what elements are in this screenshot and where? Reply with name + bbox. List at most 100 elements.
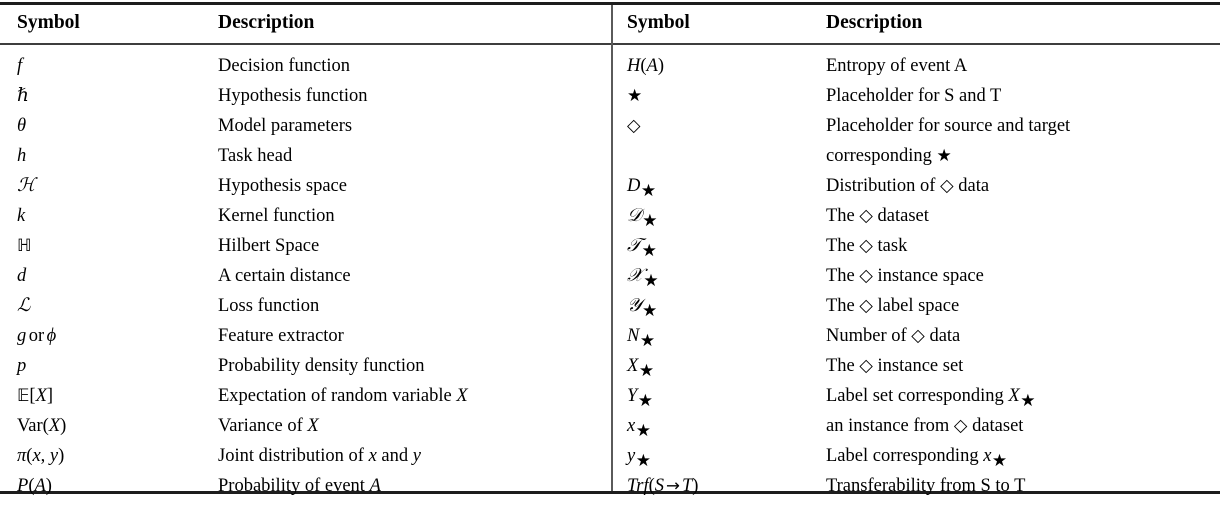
table-row: f Decision function <box>0 51 611 81</box>
description-cell: Transferability from S to T <box>826 476 1026 496</box>
symbol-cell: Trf(S→T) <box>627 476 699 496</box>
table-row: Y★ Label set corresponding X★ <box>611 381 1220 411</box>
table-header-rule <box>0 43 1220 45</box>
description-cell: Hilbert Space <box>218 236 320 256</box>
symbol-cell: ℒ <box>17 295 31 316</box>
symbol-cell: ℋ <box>17 175 36 196</box>
description-cell: Hypothesis space <box>218 176 347 196</box>
description-cell: Placeholder for source and target <box>826 111 1070 141</box>
diamond-icon: ◇ <box>627 116 641 136</box>
table-row: y★ Label corresponding x★ <box>611 441 1220 471</box>
table-row: k Kernel function <box>0 201 611 231</box>
symbol-cell: X★ <box>627 356 655 381</box>
description-cell: Probability density function <box>218 356 425 376</box>
table-row: 𝒯★ The ◇ task <box>611 231 1220 261</box>
table-row: x★ an instance from ◇ dataset <box>611 411 1220 441</box>
description-cell: A certain distance <box>218 266 351 286</box>
symbol-cell: N★ <box>627 326 656 351</box>
description-cell: The ◇ instance set <box>826 356 964 376</box>
symbol-cell: 𝒟★ <box>627 205 658 231</box>
right-body-rows: H(A) Entropy of event A ★ Placeholder fo… <box>611 51 1220 501</box>
description-cell: Feature extractor <box>218 326 344 346</box>
symbol-cell: d <box>17 266 27 286</box>
table-row: H(A) Entropy of event A <box>611 51 1220 81</box>
right-header-row: Symbol Description <box>611 8 1220 40</box>
table-row: D★ Distribution of ◇ data <box>611 171 1220 201</box>
description-cell-continuation: corresponding ★ <box>826 146 952 166</box>
left-header-symbol: Symbol <box>17 12 80 33</box>
table-row: p Probability density function <box>0 351 611 381</box>
description-cell: Label set corresponding X★ <box>826 386 1036 411</box>
description-cell: Expectation of random variable X <box>218 386 468 406</box>
symbol-cell: Var(X) <box>17 416 67 436</box>
symbol-cell: x★ <box>627 416 651 441</box>
symbol-cell: H(A) <box>627 56 665 76</box>
description-cell: Loss function <box>218 296 320 316</box>
symbol-cell: π(x, y) <box>17 446 65 466</box>
table-row: ◇ Placeholder for source and target <box>611 111 1220 141</box>
symbol-cell: P(A) <box>17 476 52 496</box>
description-cell: an instance from ◇ dataset <box>826 416 1024 436</box>
table-row: h Task head <box>0 141 611 171</box>
description-cell: Label corresponding x★ <box>826 446 1008 471</box>
symbol-cell: 𝒳★ <box>627 265 659 291</box>
description-cell: The ◇ task <box>826 236 908 256</box>
description-cell: The ◇ label space <box>826 296 960 316</box>
table-row: 𝒟★ The ◇ dataset <box>611 201 1220 231</box>
symbol-cell: 𝒴★ <box>627 295 658 321</box>
symbol-cell: y★ <box>627 446 651 471</box>
left-header-description: Description <box>218 12 315 33</box>
table-row: ℏ Hypothesis function <box>0 81 611 111</box>
table-top-rule <box>0 2 1220 5</box>
table-row: ℍ Hilbert Space <box>0 231 611 261</box>
description-cell: Variance of X <box>218 416 319 436</box>
symbol-cell: Y★ <box>627 386 654 411</box>
description-cell: Placeholder for S and T <box>826 86 1002 106</box>
left-header-row: Symbol Description <box>0 8 611 40</box>
table-row: 𝔼[X] Expectation of random variable X <box>0 381 611 411</box>
symbol-cell: 𝔼[X] <box>17 386 54 406</box>
description-cell: Joint distribution of x and y <box>218 446 421 466</box>
symbol-cell: p <box>17 356 27 376</box>
table-row-continuation: corresponding ★ <box>611 141 1220 171</box>
table-row: N★ Number of ◇ data <box>611 321 1220 351</box>
description-line-1: Placeholder for source and target <box>826 116 1071 136</box>
table-row: d A certain distance <box>0 261 611 291</box>
left-body-rows: f Decision function ℏ Hypothesis functio… <box>0 51 611 501</box>
right-header-symbol: Symbol <box>627 12 690 33</box>
description-cell: Hypothesis function <box>218 86 368 106</box>
description-cell: Task head <box>218 146 293 166</box>
table-row: Var(X) Variance of X <box>0 411 611 441</box>
table-row: ℋ Hypothesis space <box>0 171 611 201</box>
star-icon: ★ <box>627 86 643 106</box>
table-row: X★ The ◇ instance set <box>611 351 1220 381</box>
symbol-cell: h <box>17 146 27 166</box>
description-cell: The ◇ instance space <box>826 266 984 286</box>
right-header-description: Description <box>826 12 923 33</box>
symbol-cell: f <box>17 56 23 76</box>
symbol-cell: ℍ <box>17 236 32 256</box>
description-cell: Kernel function <box>218 206 335 226</box>
symbol-cell: θ <box>17 116 27 136</box>
table-row: Trf(S→T) Transferability from S to T <box>611 471 1220 501</box>
symbol-cell: ℏ <box>17 85 29 106</box>
description-cell: Model parameters <box>218 116 353 136</box>
table-row: ℒ Loss function <box>0 291 611 321</box>
description-cell: Probability of event A <box>218 476 381 496</box>
description-cell: Distribution of ◇ data <box>826 176 990 196</box>
symbol-cell: k <box>17 206 26 226</box>
symbol-cell: 𝒯★ <box>627 235 657 261</box>
description-cell: Number of ◇ data <box>826 326 961 346</box>
description-cell: Decision function <box>218 56 351 76</box>
table-row: 𝒴★ The ◇ label space <box>611 291 1220 321</box>
description-cell: Entropy of event A <box>826 56 968 76</box>
symbol-cell: D★ <box>627 176 657 201</box>
column-divider <box>611 5 613 491</box>
table-row: π(x, y) Joint distribution of x and y <box>0 441 611 471</box>
table-row: ★ Placeholder for S and T <box>611 81 1220 111</box>
table-bottom-rule <box>0 491 1220 494</box>
table-row: P(A) Probability of event A <box>0 471 611 501</box>
